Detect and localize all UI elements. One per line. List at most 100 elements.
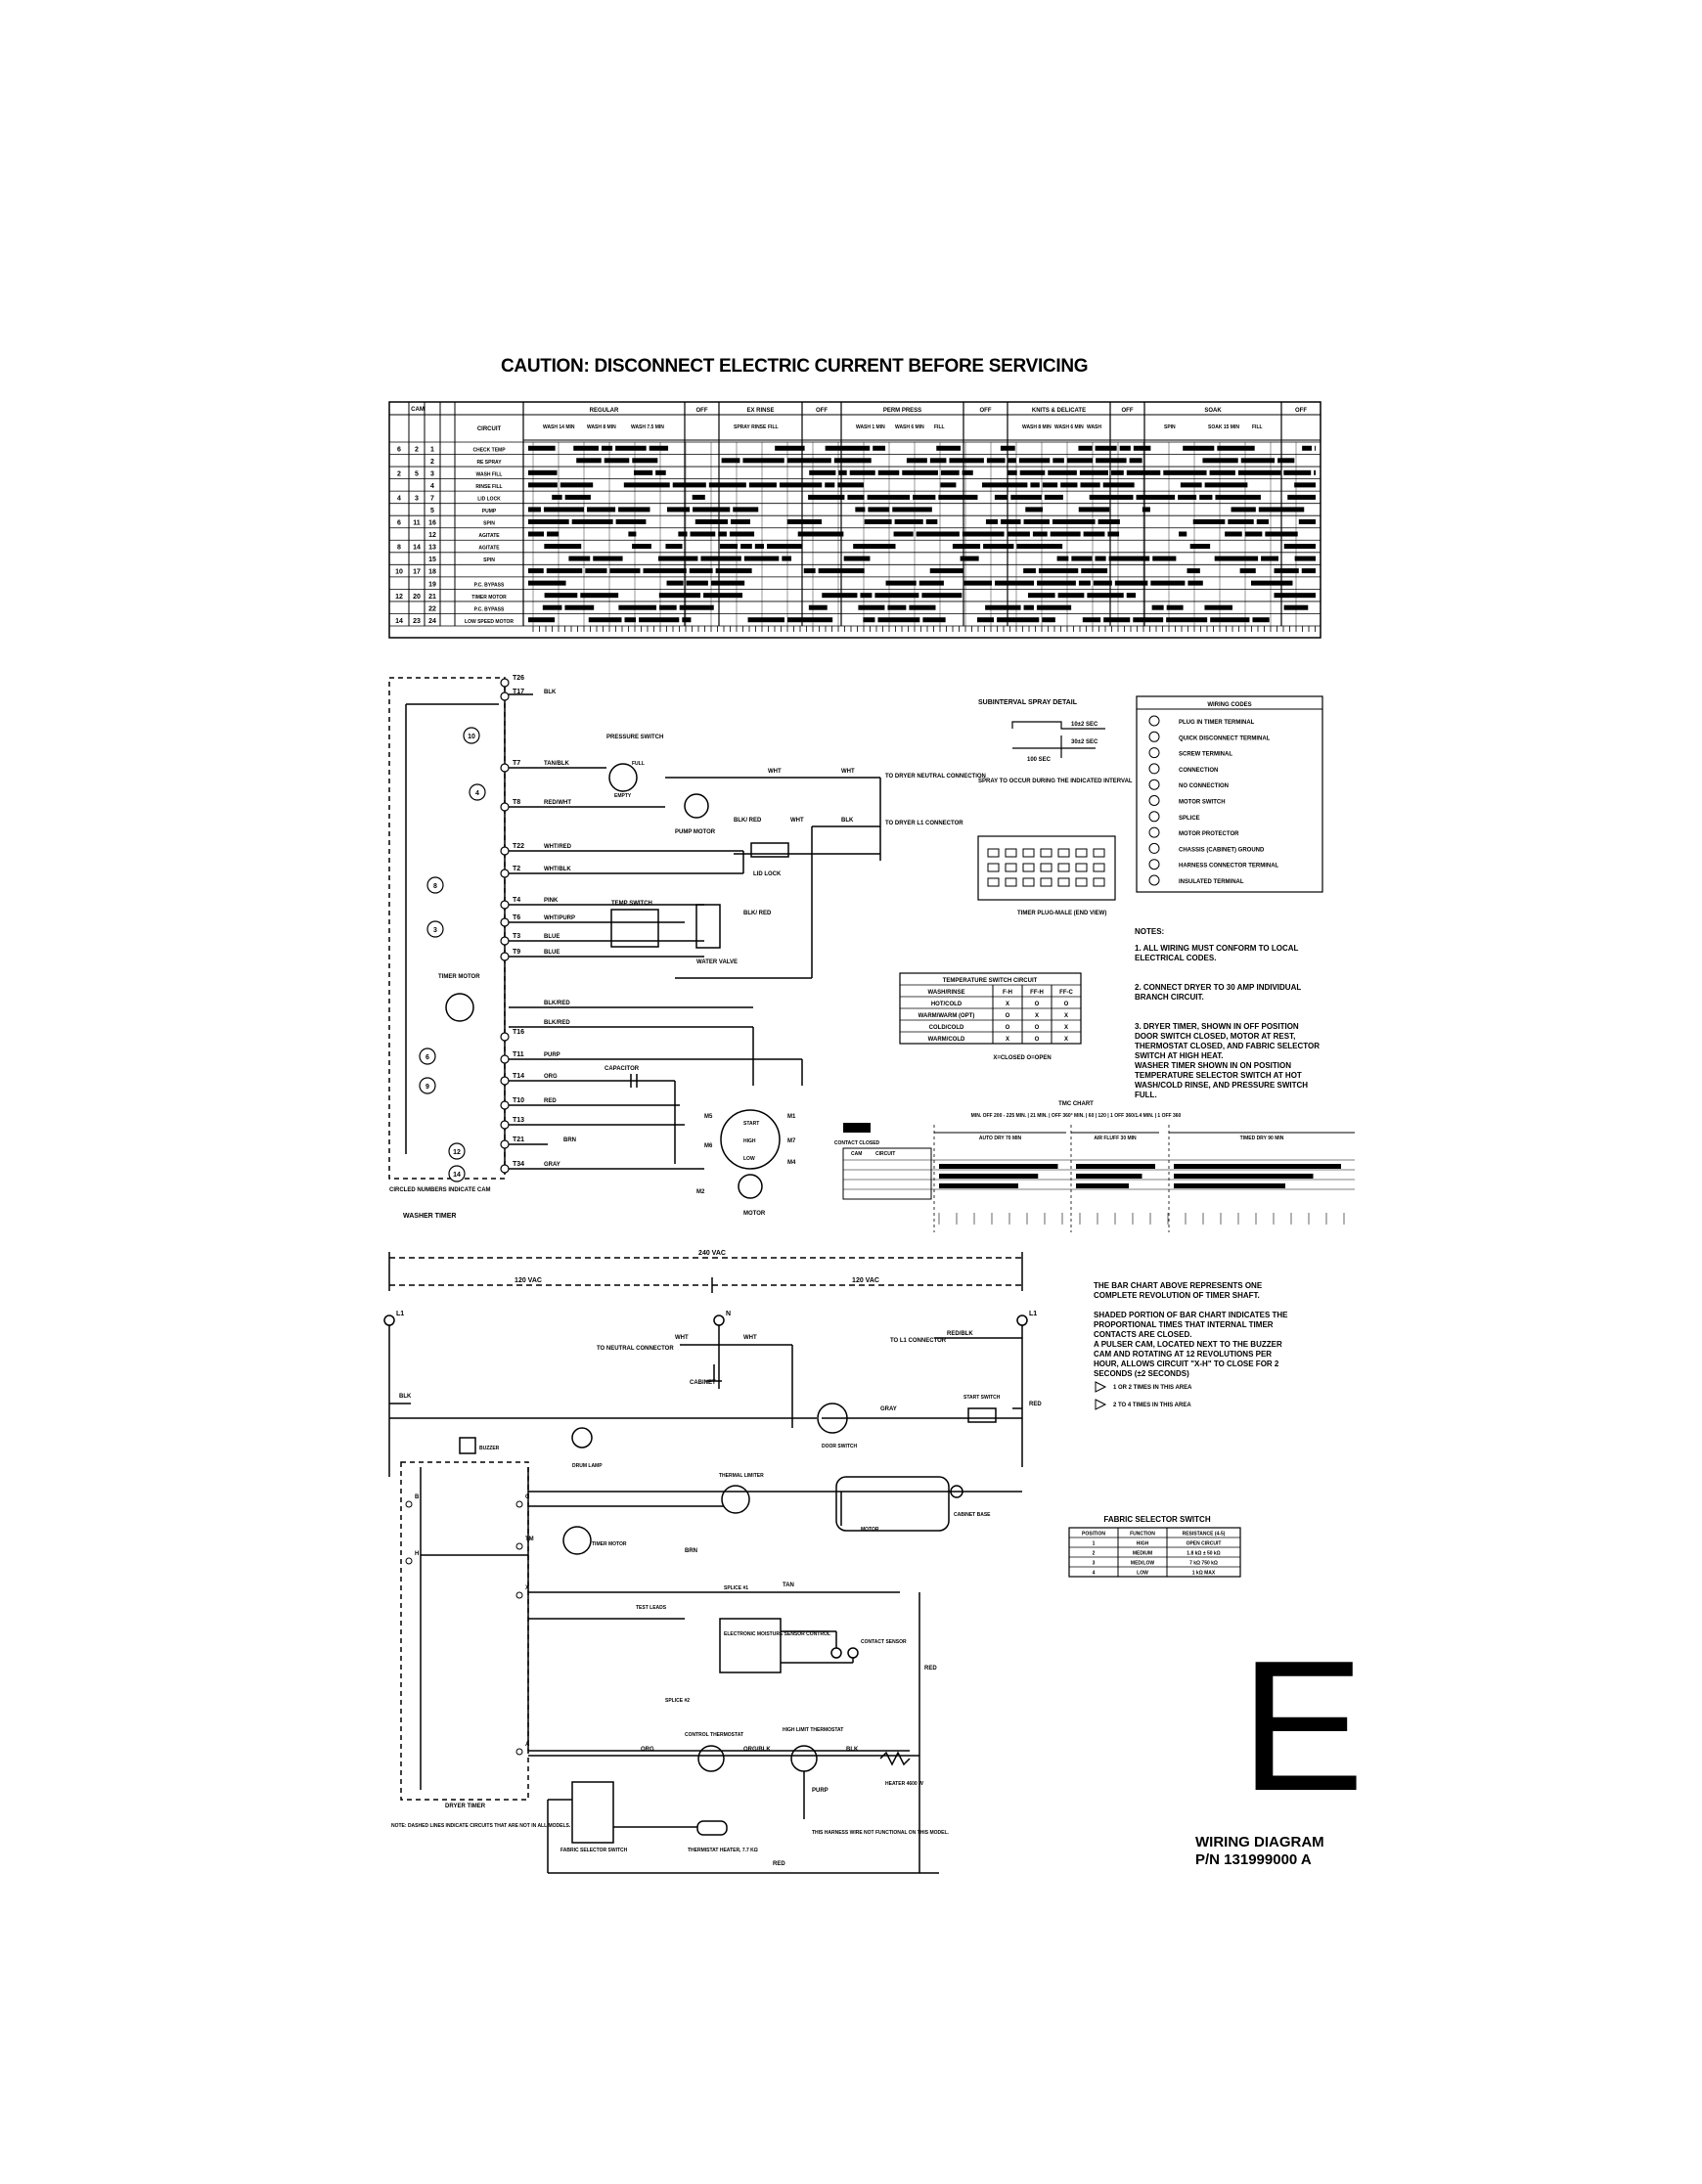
dryer-wire-label: RED <box>924 1666 937 1671</box>
motor-terminal: M2 <box>696 1189 705 1195</box>
circuit-name: PUMP <box>482 509 497 514</box>
wiring-codes-title: WIRING CODES <box>1207 702 1251 708</box>
timer-terminal <box>500 691 510 701</box>
spray-title: SUBINTERVAL SPRAY DETAIL <box>978 699 1078 706</box>
temp-table-cell: O <box>1006 1025 1010 1031</box>
wire-label: RED <box>544 1098 557 1104</box>
cam-circle <box>463 727 480 744</box>
cam-circle <box>469 783 486 801</box>
dryer-wire-label: RED <box>1029 1402 1042 1407</box>
dryer-timer-box <box>400 1461 529 1801</box>
wire-label: RED/WHT <box>544 800 571 806</box>
cam-number: 22 <box>428 605 436 612</box>
cycle-header: KNITS & DELICATE <box>1032 408 1086 414</box>
pressure-empty: EMPTY <box>614 793 632 799</box>
page-letter: E <box>1240 1623 1365 1830</box>
timer-terminal <box>500 802 510 812</box>
fabric-cell: 3 <box>1093 1561 1096 1567</box>
terminal-label: T3 <box>513 933 520 940</box>
dryer-wire-label: BRN <box>685 1548 697 1554</box>
circuit-header: CIRCUIT <box>477 426 502 432</box>
wire-label: WHT/BLK <box>544 867 571 872</box>
to-neutral: TO NEUTRAL CONNECTOR <box>597 1346 674 1352</box>
fabric-cell: 1.8 kΩ ± 50 kΩ <box>1187 1551 1220 1557</box>
door-switch-icon <box>817 1403 848 1434</box>
control-thermostat-icon <box>697 1745 725 1772</box>
wire-label: PINK <box>544 898 559 904</box>
cam-number: 12 <box>428 532 436 539</box>
note-line: 2. CONNECT DRYER TO 30 AMP INDIVIDUAL BR… <box>1135 983 1302 1002</box>
wht-label: WHT <box>841 769 855 775</box>
triangle-note: 2 TO 4 TIMES IN THIS AREA <box>1113 1403 1191 1408</box>
dryer-component: DOOR SWITCH <box>822 1444 857 1449</box>
circuit-name: TIMER MOTOR <box>471 595 507 601</box>
circuit-name: SPIN <box>483 521 495 527</box>
motor-low: LOW <box>743 1156 755 1162</box>
spray-sec: 30±2 SEC <box>1071 739 1098 745</box>
cam-label: 10 <box>468 734 475 740</box>
bar-chart-note: THE BAR CHART ABOVE REPRESENTS ONE COMPL… <box>1094 1281 1263 1300</box>
cam-circle <box>448 1142 466 1160</box>
buzzer-icon <box>459 1437 476 1454</box>
cam-number: 10 <box>395 569 403 576</box>
bar-chart-note: A PULSER CAM, LOCATED NEXT TO THE BUZZER… <box>1094 1340 1282 1378</box>
cam-number: 4 <box>397 496 401 503</box>
dryer-timer-terminal: X <box>525 1585 529 1591</box>
circuit-name: LID LOCK <box>477 497 501 503</box>
circuit-name: P.C. BYPASS <box>474 606 505 612</box>
drum-lamp-icon <box>571 1427 593 1449</box>
wire-label: BLUE <box>544 934 560 940</box>
component-label: CAPACITOR <box>605 1066 640 1072</box>
fabric-cell: MED/LOW <box>1131 1561 1154 1567</box>
part-number: P/N 131999000 A <box>1195 1851 1312 1868</box>
dryer-component: SPLICE #1 <box>724 1585 748 1591</box>
spray-sec: 10±2 SEC <box>1071 722 1098 728</box>
dryer-component: THERMISTAT HEATER, 7.7 KΩ <box>688 1848 758 1853</box>
temp-table-cell: O <box>1035 1025 1040 1031</box>
temp-switch-table <box>899 972 1082 1045</box>
washer-timer-label: WASHER TIMER <box>403 1213 456 1220</box>
cam-circle <box>419 1077 436 1094</box>
fabric-cell: FUNCTION <box>1130 1532 1155 1538</box>
cam-number: 1 <box>430 446 434 453</box>
dryer-wire-label: RED <box>773 1861 785 1867</box>
cycle-header: OFF <box>816 408 828 414</box>
dryer-component: MOTOR <box>861 1527 879 1533</box>
fabric-title: FABRIC SELECTOR SWITCH <box>1103 1515 1210 1524</box>
circuit-name: WASH FILL <box>476 471 503 477</box>
terminal-label: T21 <box>513 1137 524 1143</box>
cam-number: 7 <box>430 496 434 503</box>
thermistat-heater-icon <box>696 1820 728 1836</box>
motor-terminal: M5 <box>704 1114 713 1120</box>
fabric-selector-table <box>1068 1527 1241 1578</box>
triangle-note: 1 OR 2 TIMES IN THIS AREA <box>1113 1385 1192 1391</box>
dryer-timer-terminal: TM <box>525 1537 534 1542</box>
cam-circle <box>426 920 444 938</box>
timer-terminal <box>500 1120 510 1130</box>
terminal-label: T8 <box>513 799 520 806</box>
cam-number: 8 <box>397 545 401 552</box>
circled-note: CIRCLED NUMBERS INDICATE CAM <box>389 1187 491 1193</box>
cam-number: 6 <box>397 446 401 453</box>
circuit-name: LOW SPEED MOTOR <box>465 619 514 625</box>
cam-number: 5 <box>415 470 419 477</box>
dryer-component: TEST LEADS <box>636 1605 667 1611</box>
timer-terminal <box>500 1164 510 1174</box>
temp-table-cell: X <box>1006 1002 1009 1007</box>
cam-number: 12 <box>395 594 403 601</box>
cam-number: 2 <box>397 470 401 477</box>
high-limit-thermostat-icon <box>790 1745 818 1772</box>
wiring-code-item: NO CONNECTION <box>1179 783 1229 789</box>
timer-terminal <box>500 1032 510 1042</box>
terminal-label: T6 <box>513 914 520 921</box>
cycle-header: OFF <box>980 408 992 414</box>
cam-number: 18 <box>428 569 436 576</box>
terminal-label: T9 <box>513 949 520 956</box>
cycle-header: EX RINSE <box>746 408 774 414</box>
temp-table-cell: FF-H <box>1030 990 1044 996</box>
temp-table-cell: O <box>1035 1037 1040 1043</box>
dryer-component: BUZZER <box>479 1446 500 1451</box>
cam-number: 21 <box>428 594 436 601</box>
cycle-subheader: WASH 6 MIN <box>1054 424 1084 430</box>
